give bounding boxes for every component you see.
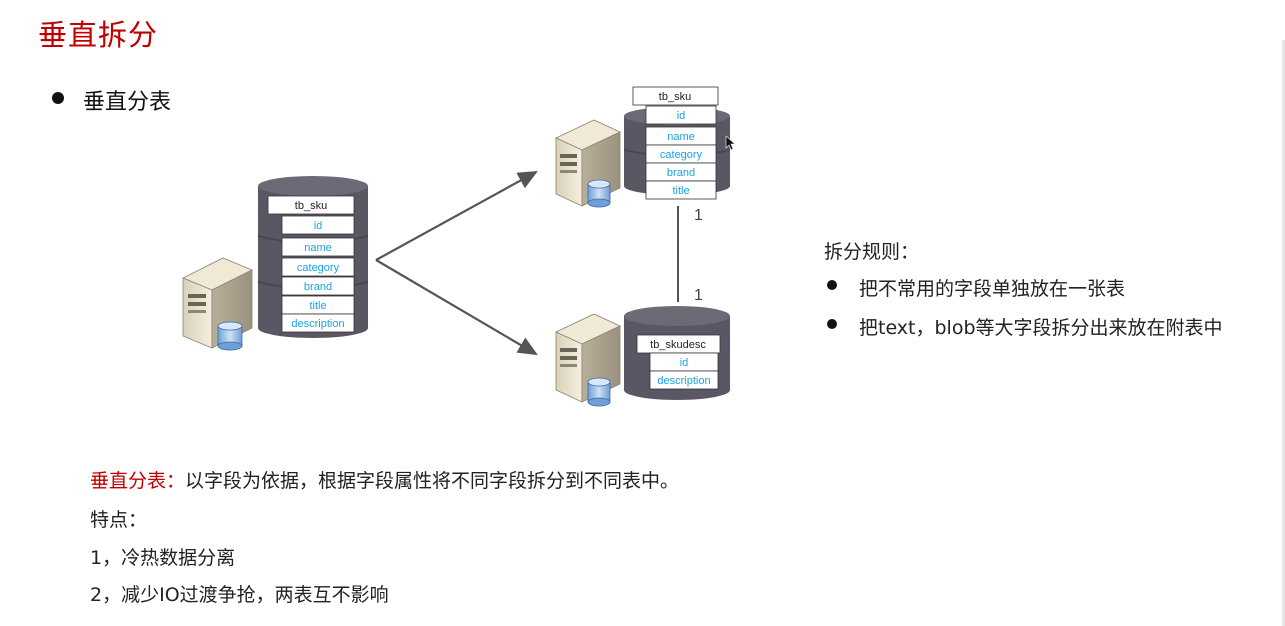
rules-title: 拆分规则： bbox=[824, 241, 920, 263]
source-server-icon bbox=[182, 257, 253, 351]
source-field-brand: brand bbox=[304, 281, 332, 293]
target1-field-name: name bbox=[667, 131, 695, 143]
target2-table: tb_skudesc id description bbox=[636, 334, 721, 390]
arrow-to-skudesc-table bbox=[375, 259, 538, 356]
target2-server-icon bbox=[555, 313, 621, 407]
source-field-category: category bbox=[297, 262, 340, 274]
definition-line: 垂直分表：以字段为依据，根据字段属性将不同字段拆分到不同表中。 bbox=[90, 466, 679, 493]
rule-item-2: 把text，blob等大字段拆分出来放在附表中 bbox=[859, 317, 1223, 339]
feature-item-2: 2，减少IO过渡争抢，两表互不影响 bbox=[90, 584, 389, 606]
target2-field-description: description bbox=[657, 375, 710, 387]
right-edge-strip bbox=[1282, 40, 1285, 626]
target2-field-id: id bbox=[680, 357, 689, 369]
source-field-description: description bbox=[291, 318, 344, 330]
target1-table: tb_sku id name category brand title bbox=[632, 86, 719, 200]
target2-table-name: tb_skudesc bbox=[650, 339, 706, 351]
target1-table-name: tb_sku bbox=[659, 91, 691, 103]
source-field-id: id bbox=[314, 220, 323, 232]
source-field-name: name bbox=[304, 242, 332, 254]
rule-bullet-dot bbox=[827, 319, 837, 329]
rule-item-1: 把不常用的字段单独放在一张表 bbox=[859, 278, 1126, 300]
source-field-title: title bbox=[309, 300, 326, 312]
definition-label: 垂直分表： bbox=[90, 470, 186, 492]
relation-label-bottom: 1 bbox=[694, 287, 703, 304]
source-table-name: tb_sku bbox=[295, 200, 327, 212]
main-bullet-label: 垂直分表 bbox=[83, 90, 172, 115]
definition-text: 以字段为依据，根据字段属性将不同字段拆分到不同表中。 bbox=[185, 470, 680, 492]
source-table: tb_sku id name category brand title desc… bbox=[267, 195, 355, 333]
relation-label-top: 1 bbox=[694, 207, 703, 224]
target1-field-title: title bbox=[672, 185, 689, 197]
target1-field-brand: brand bbox=[667, 167, 695, 179]
target1-server-icon bbox=[555, 119, 621, 208]
arrow-to-sku-table bbox=[375, 170, 538, 261]
features-title: 特点： bbox=[90, 509, 148, 531]
mouse-cursor-icon bbox=[725, 135, 736, 151]
target1-field-id: id bbox=[677, 110, 686, 122]
target1-field-category: category bbox=[660, 149, 703, 161]
bullet-dot bbox=[52, 92, 64, 104]
page-title: 垂直拆分 bbox=[38, 18, 159, 52]
feature-item-1: 1，冷热数据分离 bbox=[90, 547, 236, 569]
rule-bullet-dot bbox=[827, 280, 837, 290]
